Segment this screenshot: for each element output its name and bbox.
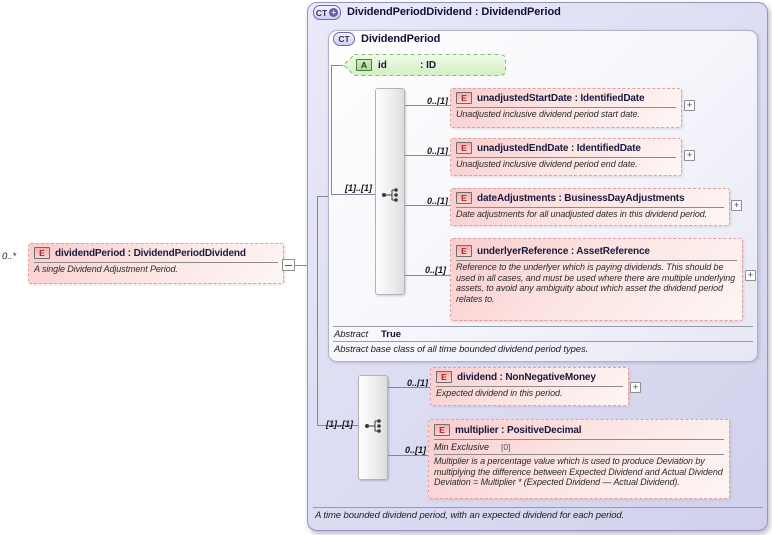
element-cardinality: 0..[1] (426, 96, 448, 106)
ct-badge-label: CT (338, 34, 350, 44)
connector-trunk (317, 196, 318, 426)
connector-line (388, 387, 430, 388)
element-cardinality: 0..[1] (424, 265, 446, 275)
element-multiplier[interactable]: E multiplier : PositiveDecimal Min Exclu… (428, 419, 730, 499)
expand-icon[interactable]: + (745, 270, 756, 281)
expand-icon[interactable]: + (630, 382, 641, 393)
connector-line (295, 265, 318, 266)
complex-type-extension-badge-icon: CT+ (313, 5, 341, 20)
facet-value: [0] (501, 441, 511, 452)
element-dividend[interactable]: E dividend : NonNegativeMoney Expected d… (430, 367, 629, 406)
outer-type-description: A time bounded dividend period, with an … (315, 510, 625, 521)
attribute-name: id (378, 59, 387, 71)
abstract-label: Abstract (334, 329, 369, 340)
abstract-value: True (381, 329, 402, 340)
connector-line (331, 65, 343, 66)
connector-line (405, 205, 450, 206)
element-description: A single Dividend Adjustment Period. (34, 264, 178, 274)
collapse-toggle-icon[interactable] (282, 259, 295, 271)
connector-line (405, 275, 450, 276)
element-title: dividendPeriod : DividendPeriodDividend (55, 247, 246, 259)
element-cardinality: 0..[1] (426, 196, 448, 206)
attribute-id[interactable]: A id : ID (343, 54, 506, 76)
element-underlyerReference[interactable]: E underlyerReference : AssetReference Re… (450, 238, 743, 321)
divider (456, 107, 676, 108)
element-dateAdjustments[interactable]: E dateAdjustments : BusinessDayAdjustmen… (450, 188, 730, 226)
connector-line (331, 194, 375, 195)
element-description: Unadjusted inclusive dividend period end… (456, 159, 638, 169)
connector-trunk (331, 65, 332, 195)
expand-icon[interactable]: + (684, 150, 695, 161)
element-badge-icon: E (456, 142, 472, 154)
divider (434, 454, 724, 455)
divider (34, 262, 278, 263)
attribute-shape (343, 54, 506, 76)
connector-line (317, 196, 328, 197)
element-title: dividend : NonNegativeMoney (457, 371, 596, 383)
connector-line (405, 155, 450, 156)
element-badge-icon: E (456, 245, 472, 257)
divider (333, 341, 753, 342)
element-badge-icon: E (456, 192, 472, 204)
divider (333, 326, 753, 327)
connector-line (317, 425, 358, 426)
facet-label: Min Exclusive (434, 441, 490, 452)
divider (456, 207, 724, 208)
root-element-cardinality: 0..* (2, 251, 17, 262)
divider (313, 507, 763, 508)
ct-badge-label: CT (315, 7, 328, 18)
element-title: multiplier : PositiveDecimal (455, 424, 582, 436)
sequence-icon (382, 188, 398, 202)
element-dividendPeriod[interactable]: E dividendPeriod : DividendPeriodDividen… (28, 243, 284, 284)
element-unadjustedEndDate[interactable]: E unadjustedEndDate : IdentifiedDate Una… (450, 138, 682, 176)
sequence-cardinality: [1]..[1] (345, 183, 372, 193)
sequence-cardinality: [1]..[1] (326, 419, 353, 429)
element-title: unadjustedStartDate : IdentifiedDate (477, 92, 645, 104)
divider (456, 260, 737, 261)
divider (436, 386, 623, 387)
element-badge-icon: E (434, 424, 450, 436)
divider (434, 439, 724, 440)
connector-line (405, 105, 450, 106)
element-badge-icon: E (436, 371, 452, 383)
element-badge-icon: E (456, 92, 472, 104)
extension-plus-icon: + (329, 8, 339, 17)
divider (456, 157, 676, 158)
expand-icon[interactable]: + (731, 200, 742, 211)
outer-type-title: DividendPeriodDividend : DividendPeriod (347, 6, 561, 18)
element-title: dateAdjustments : BusinessDayAdjustments (477, 192, 685, 204)
attribute-type: : ID (420, 59, 437, 71)
element-cardinality: 0..[1] (406, 378, 428, 388)
base-type-description: Abstract base class of all time bounded … (334, 344, 589, 355)
element-cardinality: 0..[1] (426, 146, 448, 156)
attribute-badge-icon: A (356, 59, 372, 71)
expand-icon[interactable]: + (684, 100, 695, 111)
element-title: unadjustedEndDate : IdentifiedDate (477, 142, 641, 154)
connector-line (388, 455, 428, 456)
element-description: Unadjusted inclusive dividend period sta… (456, 109, 640, 119)
element-unadjustedStartDate[interactable]: E unadjustedStartDate : IdentifiedDate U… (450, 88, 682, 128)
element-description: Expected dividend in this period. (436, 388, 563, 398)
sequence-compositor[interactable] (375, 88, 405, 295)
element-description: Multiplier is a percentage value which i… (434, 456, 723, 488)
element-title: underlyerReference : AssetReference (477, 245, 650, 257)
base-type-title: DividendPeriod (361, 33, 441, 45)
element-description: Date adjustments for all unadjusted date… (456, 209, 708, 219)
element-cardinality: 0..[1] (404, 445, 426, 455)
complex-type-badge-icon: CT (333, 32, 355, 46)
sequence-icon (365, 419, 381, 433)
element-badge-icon: E (34, 247, 50, 259)
element-description: Reference to the underlyer which is payi… (456, 262, 736, 304)
sequence-compositor[interactable] (358, 375, 388, 480)
